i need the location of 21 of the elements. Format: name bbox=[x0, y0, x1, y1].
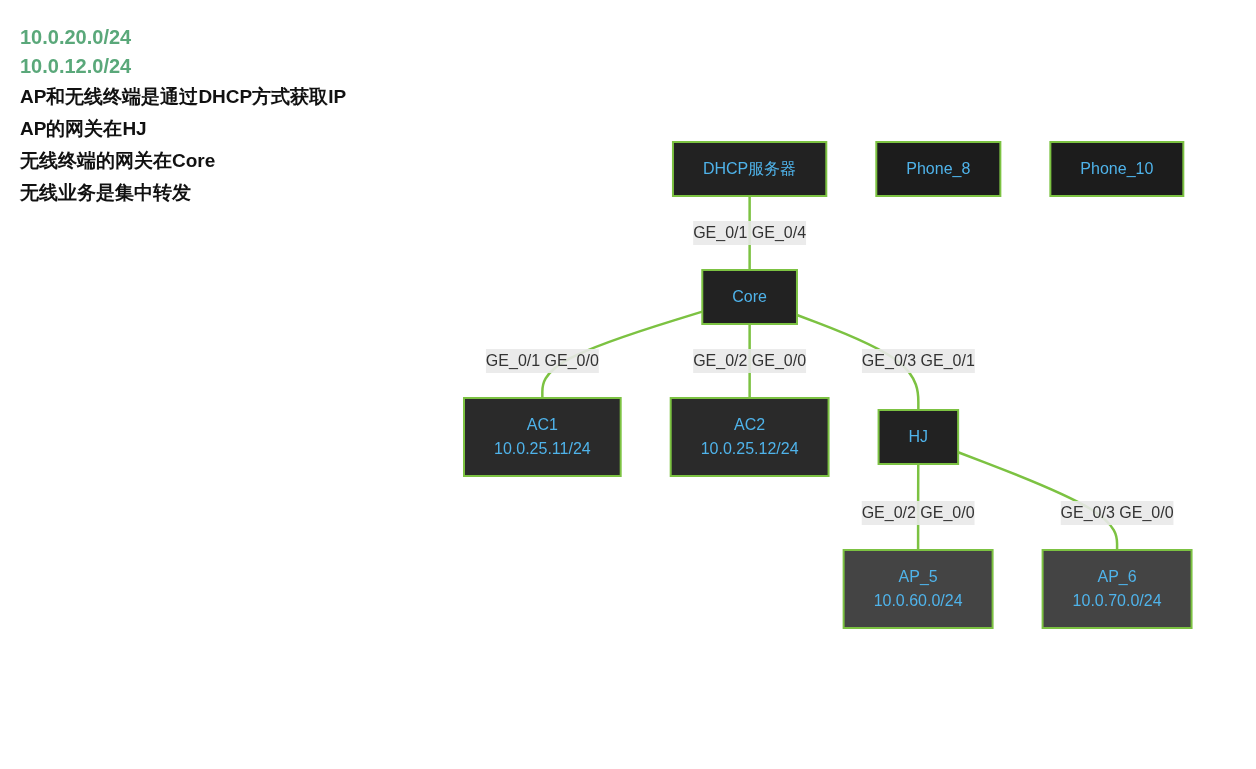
edge-label: GE_0/3 GE_0/0 bbox=[1060, 503, 1174, 521]
node-box: AC2 10.0.25.12/24 bbox=[669, 396, 830, 477]
note-text: AP的网关在HJ bbox=[20, 117, 148, 141]
note-text: AP和无线终端是通过DHCP方式获取IP bbox=[20, 85, 348, 109]
edge-label: GE_0/3 GE_0/1 bbox=[862, 351, 976, 369]
node-box: Phone_8 bbox=[875, 140, 1002, 197]
node-box: DHCP服务器 bbox=[672, 140, 828, 197]
node-box: Phone_10 bbox=[1049, 140, 1185, 197]
node-box: HJ bbox=[877, 408, 960, 465]
note-text: 无线业务是集中转发 bbox=[20, 181, 192, 205]
node-box: Core bbox=[701, 268, 799, 325]
node-box: AP_6 10.0.70.0/24 bbox=[1041, 548, 1193, 629]
subnet-label: 10.0.12.0/24 bbox=[20, 55, 133, 78]
edge-label: GE_0/1 GE_0/0 bbox=[486, 351, 600, 369]
note-text: 无线终端的网关在Core bbox=[20, 149, 217, 173]
node-box: AC1 10.0.25.11/24 bbox=[463, 396, 622, 477]
edge-label: GE_0/2 GE_0/0 bbox=[861, 503, 975, 521]
edge-label: GE_0/2 GE_0/0 bbox=[693, 351, 807, 369]
subnet-label: 10.0.20.0/24 bbox=[20, 26, 133, 49]
node-box: AP_5 10.0.60.0/24 bbox=[842, 548, 994, 629]
edge-label: GE_0/1 GE_0/4 bbox=[693, 223, 807, 241]
